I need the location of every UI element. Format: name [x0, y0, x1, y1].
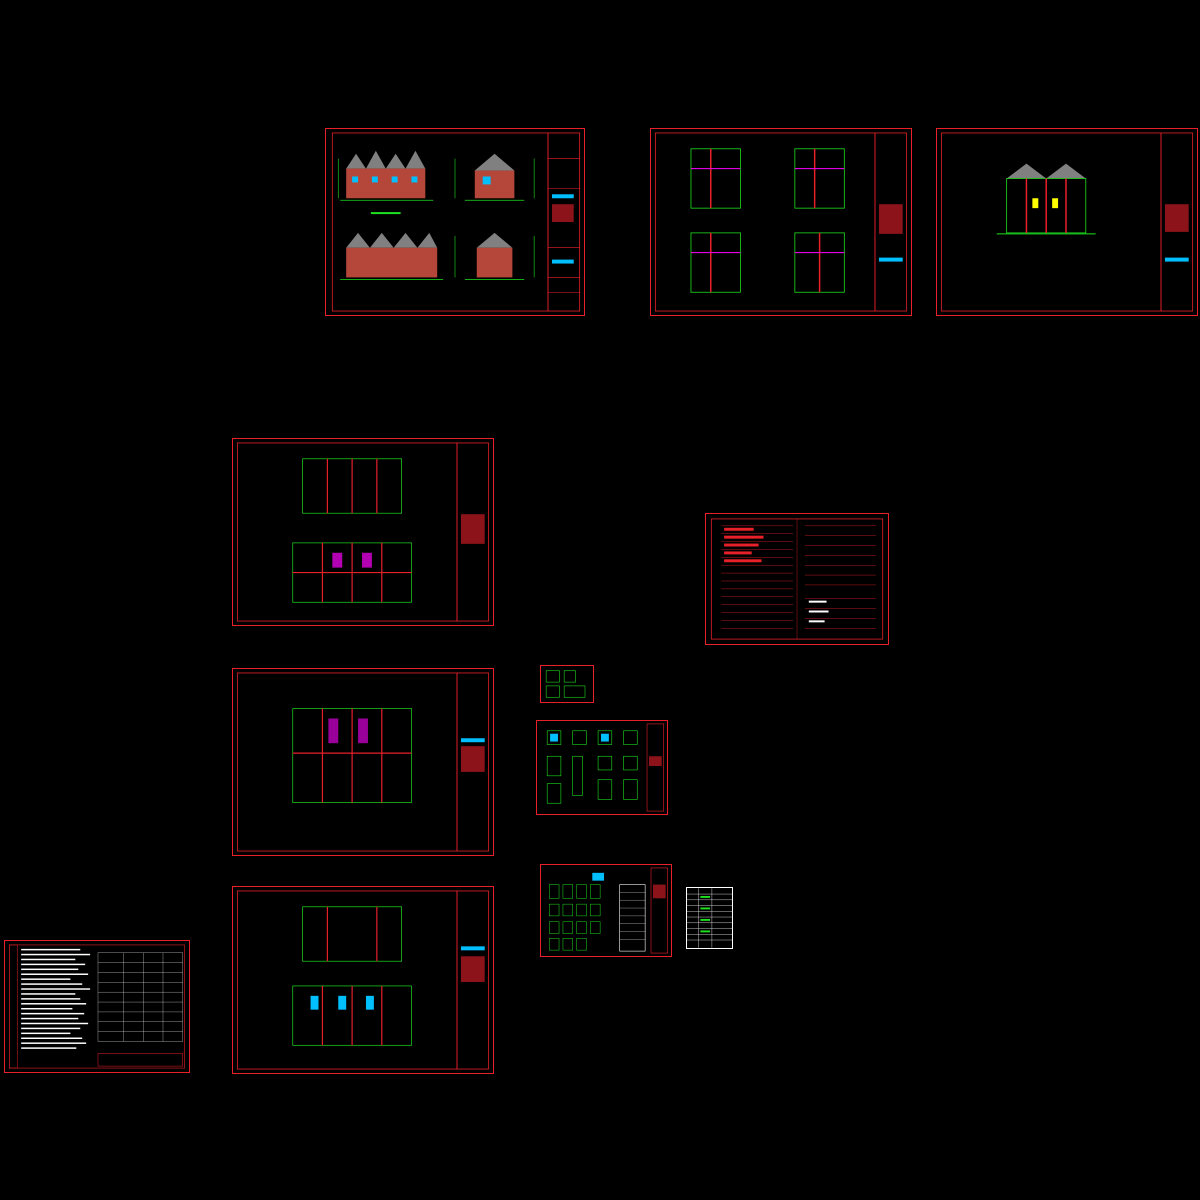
details-2-drawing	[549, 867, 668, 954]
plan-3-drawing	[236, 890, 490, 1070]
legend-table-drawing	[687, 888, 732, 948]
elevation-drawing	[331, 132, 581, 312]
single-section-sheet[interactable]	[936, 128, 1198, 316]
general-notes-drawing	[9, 944, 185, 1069]
schedule-table-drawing	[710, 518, 884, 640]
plan-sheet-1[interactable]	[232, 438, 494, 626]
small-detail-sheet[interactable]	[540, 665, 594, 703]
details-sheet-2[interactable]	[540, 864, 672, 957]
legend-table[interactable]	[686, 887, 733, 949]
general-notes-sheet[interactable]	[4, 940, 190, 1073]
small-detail-drawing	[545, 670, 586, 698]
elevation-sheet[interactable]	[325, 128, 585, 316]
details-sheet-1[interactable]	[536, 720, 668, 815]
details-1-drawing	[546, 723, 664, 812]
single-section-drawing	[940, 132, 1194, 312]
plan-sheet-3[interactable]	[232, 886, 494, 1074]
door-window-schedule-sheet[interactable]	[705, 513, 889, 645]
plan-2-drawing	[236, 672, 490, 852]
plan-sheet-2[interactable]	[232, 668, 494, 856]
section-sheet[interactable]	[650, 128, 912, 316]
plan-1-drawing	[236, 442, 490, 622]
section-drawing	[654, 132, 908, 312]
